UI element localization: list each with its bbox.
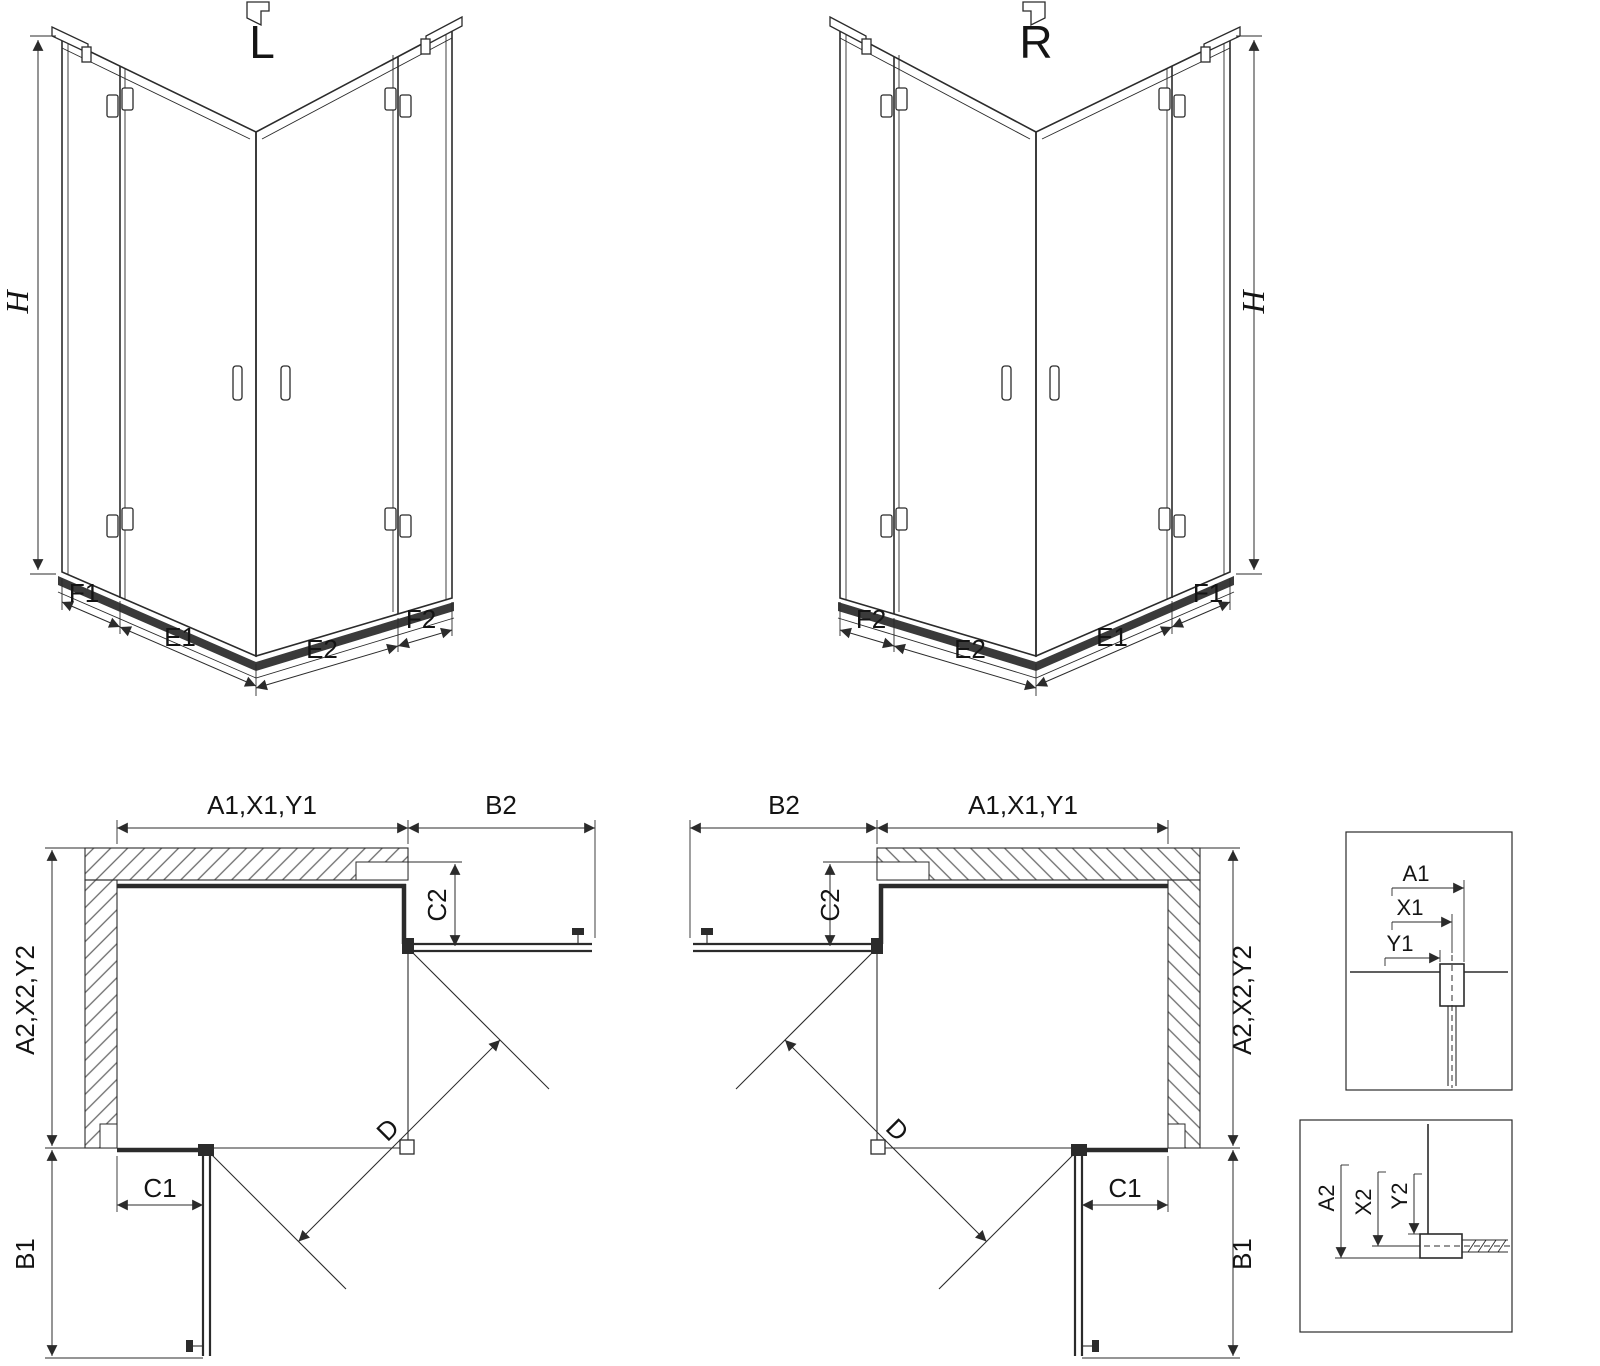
dim-label-a1x1y1: A1,X1,Y1 bbox=[207, 790, 317, 820]
detail-box-a2: A2 X2 Y2 bbox=[1299, 1119, 1513, 1333]
iso-view-left: L H F1 E1 E2 F2 bbox=[0, 2, 462, 696]
dim-label-c2: C2 bbox=[422, 888, 452, 921]
dim-label-c2: C2 bbox=[815, 888, 845, 921]
dim-label-c1: C1 bbox=[143, 1173, 176, 1203]
dim-label-h: H bbox=[0, 289, 35, 315]
dim-label-h: H bbox=[1235, 289, 1271, 315]
dim-label-f2: F2 bbox=[856, 604, 886, 634]
dim-label-e1: E1 bbox=[164, 622, 196, 652]
dim-label-e1: E1 bbox=[1096, 622, 1128, 652]
dim-label-e2: E2 bbox=[954, 634, 986, 664]
plan-view-left: A1,X1,Y1 B2 C2 A2,X2,Y2 C1 B1 D bbox=[10, 790, 595, 1358]
variant-title-right: R bbox=[1019, 16, 1052, 68]
dim-label-a1: A1 bbox=[1403, 861, 1430, 886]
dim-label-e2: E2 bbox=[306, 634, 338, 664]
iso-view-right: R H F2 E2 E1 F1 bbox=[830, 2, 1271, 696]
dim-label-b1: B1 bbox=[10, 1238, 40, 1270]
dim-label-x1: X1 bbox=[1397, 895, 1424, 920]
plan-view-right: B2 A1,X1,Y1 C2 A2,X2,Y2 C1 B1 D bbox=[690, 790, 1257, 1358]
dim-label-b1: B1 bbox=[1227, 1238, 1257, 1270]
dim-label-a2x2y2: A2,X2,Y2 bbox=[10, 945, 40, 1055]
dim-label-x2: X2 bbox=[1351, 1189, 1376, 1216]
dim-label-c1: C1 bbox=[1108, 1173, 1141, 1203]
dim-label-y2: Y2 bbox=[1387, 1183, 1412, 1210]
dim-label-f1: F1 bbox=[69, 578, 99, 608]
dim-label-f1: F1 bbox=[1193, 578, 1223, 608]
detail-box-a1: A1 X1 Y1 bbox=[1345, 831, 1513, 1091]
dim-label-f2: F2 bbox=[406, 604, 436, 634]
dim-label-y1: Y1 bbox=[1387, 931, 1414, 956]
dim-label-b2: B2 bbox=[485, 790, 517, 820]
variant-title-left: L bbox=[249, 16, 275, 68]
dim-label-a2: A2 bbox=[1314, 1185, 1339, 1212]
dim-label-a1x1y1: A1,X1,Y1 bbox=[968, 790, 1078, 820]
dim-label-b2: B2 bbox=[768, 790, 800, 820]
dim-label-a2x2y2: A2,X2,Y2 bbox=[1227, 945, 1257, 1055]
